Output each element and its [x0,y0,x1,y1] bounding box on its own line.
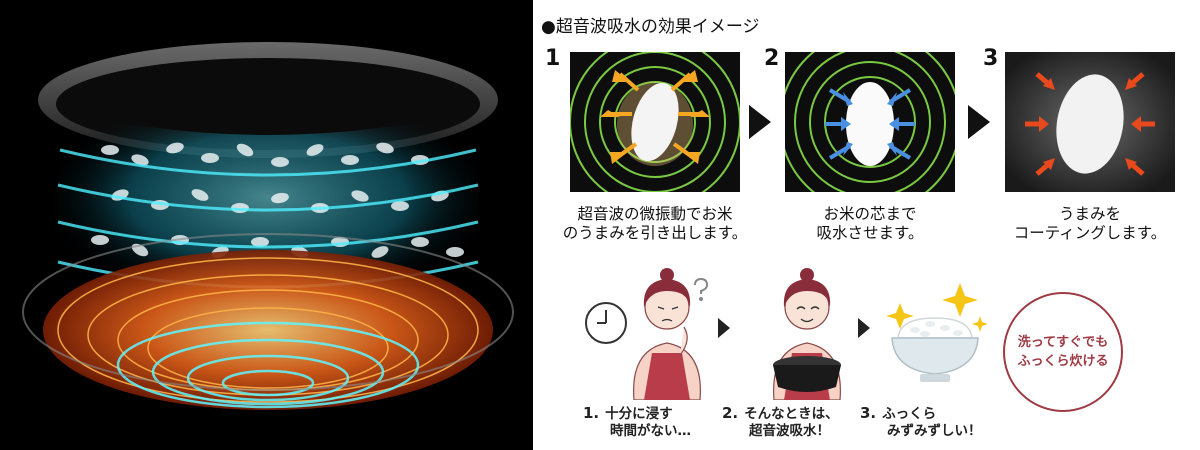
badge-line2: ふっくら炊ける [1017,354,1109,369]
step-1-image [570,52,740,192]
step-3-caption: うまみを コーティングします。 [1000,205,1180,243]
lower-step-3-line2: みずみずしい！ [887,423,982,439]
step-3-image [1005,52,1175,192]
lower-step-2-line2: 超音波吸水！ [749,423,830,439]
coated-rice-grain [1056,74,1124,174]
step-number-1: 1 [545,46,561,71]
step-3-caption-line2: コーティングします。 [1013,224,1167,242]
green-wave-rings [570,52,740,192]
rice-grain [846,82,894,166]
bottom-wave-rings [116,321,420,409]
lower-step-3-caption: 3. ふっくら みずみずしい！ [860,405,982,440]
lower-step-2-caption: 2. そんなときは、 超音波吸水！ [722,405,839,440]
step-2-image [785,52,955,192]
orange-arrow-shafts [606,72,704,160]
lower-step-2-number: 2. [722,404,739,422]
heating-coil [43,250,493,410]
step-number-3: 3 [983,46,999,71]
blue-arrows [841,92,899,156]
next-arrow-4 [858,318,870,338]
step-number-2: 2 [764,46,780,71]
badge-line1: 洗ってすぐでも [1017,335,1109,350]
next-arrow-1 [749,105,771,139]
step-1-caption: 超音波の微振動でお米 のうまみを引き出します。 [560,205,750,243]
question-mark-icon [694,277,709,301]
smiling-woman-with-pot-illustration [773,268,841,400]
lower-step-1-line1: 十分に浸す [605,406,673,422]
step-1-caption-line1: 超音波の微振動でお米 [577,205,733,223]
next-arrow-2 [968,105,990,139]
step-3-caption-line1: うまみを [1058,205,1121,223]
lower-step-2-line1: そんなときは、 [744,406,839,422]
highlight-badge: 洗ってすぐでも ふっくら炊ける [1003,292,1123,412]
lower-step-1-line2: 時間がない… [610,423,691,439]
sparkle-icons [886,283,988,332]
red-arrows [1039,78,1141,170]
clock-icon [585,302,627,344]
next-arrow-3 [718,318,730,338]
pot-svg [0,0,533,450]
lower-step-1-caption: 1. 十分に浸す 時間がない… [583,405,691,440]
step-2-caption: お米の芯まで 吸水させます。 [790,205,950,243]
worried-woman-illustration [633,268,701,400]
lower-step-3-line1: ふっくら [882,406,937,422]
rice-grain [631,82,679,162]
step-2-caption-line2: 吸水させます。 [816,224,924,242]
section-title: ●超音波吸水の効果イメージ [541,17,760,37]
lower-step-1-number: 1. [583,404,600,422]
lower-step-3-number: 3. [860,404,877,422]
step-2-caption-line1: お米の芯まで [823,205,917,223]
step-1-caption-line2: のうまみを引き出します。 [562,224,748,242]
ultrasonic-pot-illustration [0,0,533,450]
rice-bowl-illustration [886,283,988,382]
